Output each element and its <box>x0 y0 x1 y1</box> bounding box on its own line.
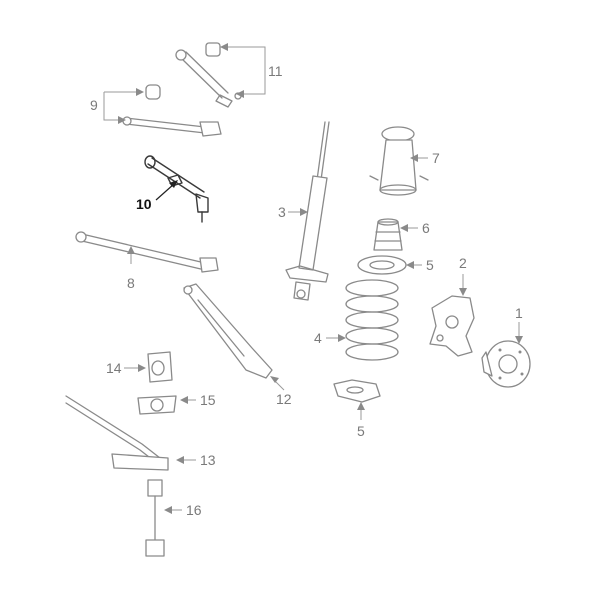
callout-9-leader <box>103 88 144 124</box>
callout-10-leader <box>155 180 178 201</box>
part-16-stabilizer-link[interactable] <box>145 479 165 557</box>
part-9-lower-link[interactable] <box>122 84 222 137</box>
callout-5a-leader <box>406 261 422 269</box>
callout-12-leader <box>270 376 285 391</box>
callout-4: 4 <box>314 330 322 346</box>
callout-2: 2 <box>459 255 467 271</box>
callout-4-leader <box>326 334 346 342</box>
part-11-upper-link[interactable] <box>175 42 242 108</box>
callout-6-leader <box>400 224 418 232</box>
callout-14-leader <box>124 364 146 372</box>
callout-11: 11 <box>268 63 283 79</box>
callout-1-leader <box>515 322 523 344</box>
callout-16-leader <box>164 506 182 514</box>
callout-15: 15 <box>200 392 216 408</box>
part-3-shock-absorber[interactable] <box>285 121 330 301</box>
part-2-knuckle[interactable] <box>429 295 475 357</box>
callout-13: 13 <box>200 452 216 468</box>
callout-6: 6 <box>422 220 430 236</box>
part-4-coil-spring[interactable] <box>345 279 399 361</box>
callout-10: 10 <box>136 196 152 212</box>
part-15-clamp[interactable] <box>137 395 177 415</box>
part-1-hub[interactable] <box>481 340 531 388</box>
part-8-lower-arm[interactable] <box>75 231 219 273</box>
callout-8: 8 <box>127 275 135 291</box>
callout-8-leader <box>127 246 135 264</box>
callout-16: 16 <box>186 502 202 518</box>
part-14-bushing[interactable] <box>147 351 173 383</box>
callout-12: 12 <box>276 391 292 407</box>
callout-13-leader <box>176 456 196 464</box>
callout-9: 9 <box>90 97 98 113</box>
callout-5a: 5 <box>426 257 434 273</box>
part-5-lower-spring-seat[interactable] <box>333 379 381 403</box>
part-5-upper-spring-seat[interactable] <box>357 255 407 275</box>
part-10-adjustable-arm[interactable] <box>144 155 209 223</box>
callout-15-leader <box>180 396 196 404</box>
part-12-control-arm[interactable] <box>183 283 273 379</box>
callout-1: 1 <box>515 305 523 321</box>
callout-3: 3 <box>278 204 286 220</box>
part-7-strut-mount[interactable] <box>369 126 429 196</box>
callout-14: 14 <box>106 360 122 376</box>
part-13-stabilizer-bar[interactable] <box>65 395 169 471</box>
callout-5b-leader <box>357 402 365 420</box>
callout-7-leader <box>410 154 428 162</box>
callout-11-leader <box>220 43 266 98</box>
callout-3-leader <box>288 208 308 216</box>
callout-2-leader <box>459 274 467 296</box>
callout-7: 7 <box>432 150 440 166</box>
part-6-bump-stop[interactable] <box>373 218 403 251</box>
callout-5b: 5 <box>357 423 365 439</box>
